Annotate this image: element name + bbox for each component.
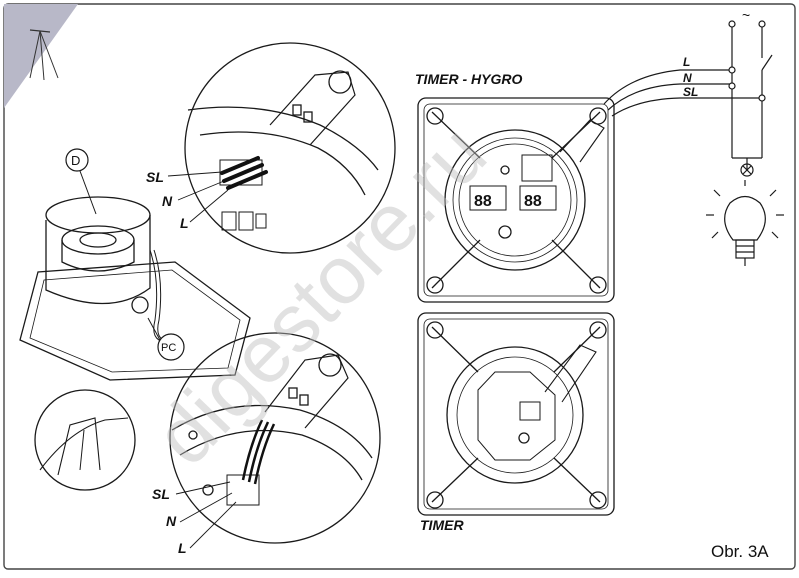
light-bulb-icon [706, 180, 784, 266]
bottom-label-sl: SL [152, 486, 170, 502]
heading-timer: TIMER [420, 517, 464, 533]
small-detail-zoom [34, 389, 136, 491]
bottom-label-l: L [178, 540, 187, 556]
top-label-sl: SL [146, 169, 164, 185]
timer-hygro-panel [417, 97, 615, 303]
label-d-callout: D [65, 148, 97, 215]
label-pc: PC [161, 342, 176, 354]
label-pc-callout: PC [147, 317, 185, 361]
top-zoom-wires [220, 156, 268, 190]
circuit-label-l: L [683, 55, 690, 69]
fan-unit [19, 196, 251, 381]
bottom-zoom-detail [169, 332, 381, 544]
circuit-label-ac: ~ [742, 7, 750, 23]
top-zoom-pointers [167, 171, 229, 223]
bottom-zoom-wires [241, 419, 276, 485]
svg-text:88: 88 [474, 193, 492, 210]
top-zoom-detail [184, 42, 396, 254]
figure-label: Obr. 3A [711, 542, 769, 561]
outer-frame [3, 3, 796, 570]
bottom-zoom-pointers [175, 481, 237, 549]
timer-hygro-displays: 88 88 [474, 193, 542, 210]
top-label-n: N [162, 193, 173, 209]
supply-wires [603, 69, 762, 117]
circuit-schematic [728, 20, 773, 177]
circuit-label-sl: SL [683, 85, 698, 99]
top-label-l: L [180, 215, 189, 231]
timer-panel [417, 312, 615, 516]
corner-tab [4, 4, 78, 108]
watermark: digestore.ru [137, 108, 503, 483]
heading-timer-hygro: TIMER - HYGRO [415, 71, 522, 87]
bottom-label-n: N [166, 513, 177, 529]
label-d: D [71, 153, 80, 168]
svg-text:88: 88 [524, 193, 542, 210]
circuit-label-n: N [683, 71, 692, 85]
